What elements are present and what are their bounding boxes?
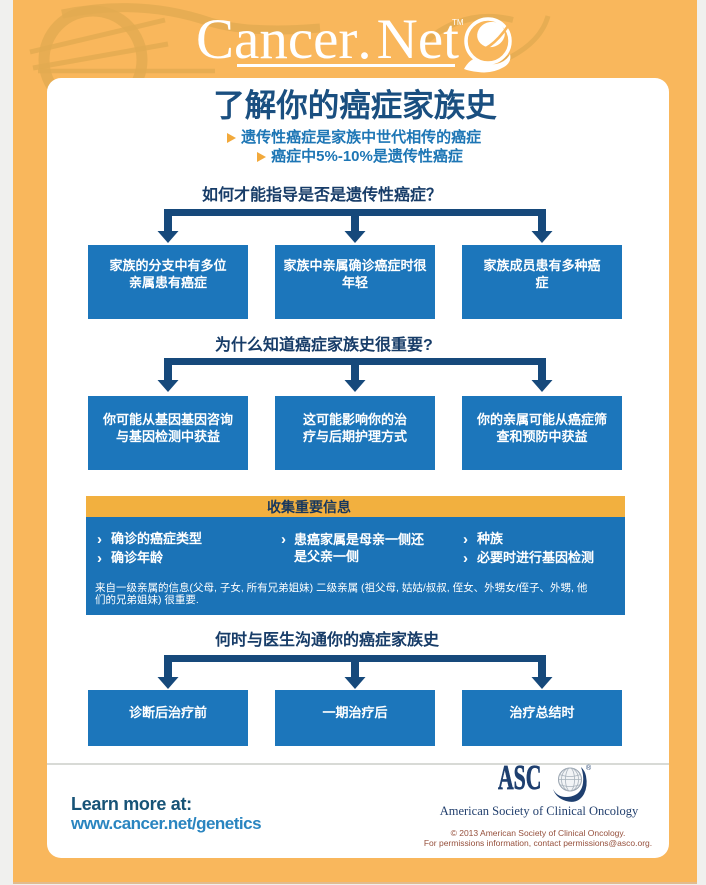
svg-text:®: ® bbox=[586, 764, 592, 772]
